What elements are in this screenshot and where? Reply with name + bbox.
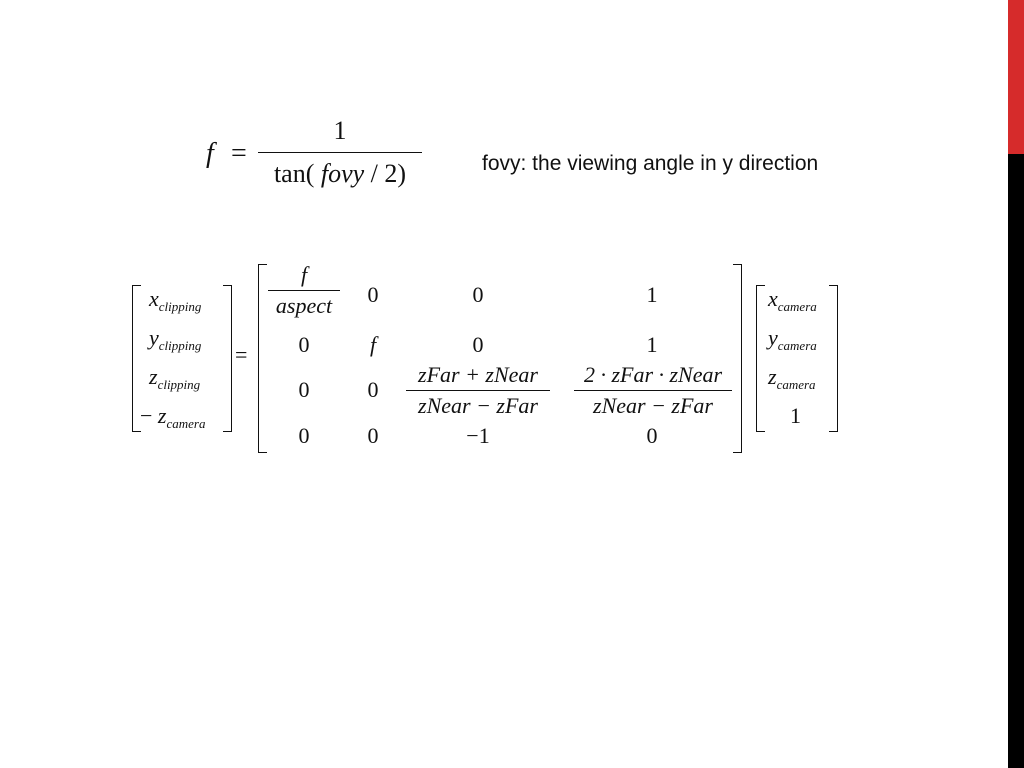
formula-fraction: 1 tan( fovy / 2) [258,118,422,187]
matrix-equals: = [235,342,248,367]
m31: 0 [298,377,310,402]
m33-den: zNear − zFar [418,393,538,419]
m24: 1 [646,332,658,357]
cam-z: zcamera [768,364,816,392]
camera-vector-right-bracket [829,285,838,432]
m44: 0 [646,423,658,448]
matrix-right-bracket [733,264,742,453]
clip-x: xclipping [149,286,202,314]
m42: 0 [367,423,379,448]
m13: 0 [472,282,484,307]
den-var: fovy [320,159,365,189]
matrix-left-bracket [258,264,267,453]
m21: 0 [298,332,310,357]
cam-x: xcamera [768,286,817,314]
m41: 0 [298,423,310,448]
m34-bar [574,390,732,392]
m32: 0 [367,377,379,402]
m33-fraction: zFar + zNear zNear − zFar [406,364,550,417]
formula-denominator: tan( fovy / 2) [258,161,422,187]
m22: f [369,332,377,357]
accent-bar-black [1008,154,1024,768]
den-func: tan( [273,159,315,189]
m34-fraction: 2 · zFar · zNear zNear − zFar [574,364,732,417]
m33-num: zFar + zNear [418,362,538,387]
clipping-vector-left-bracket [132,285,141,432]
den-rest: / 2) [370,159,407,189]
formula-numerator: 1 [333,116,347,145]
formula-lhs: f [206,138,214,169]
camera-vector-left-bracket [756,285,765,432]
clipping-vector-right-bracket [223,285,232,432]
formula-equals: = [231,138,247,169]
m34-num: 2 · zFar · zNear [583,362,723,387]
m11-bar [268,290,340,292]
cam-y: ycamera [768,325,817,353]
m12: 0 [367,282,379,307]
formula-caption: fovy: the viewing angle in y direction [482,152,819,175]
m34-den: zNear − zFar [593,393,713,419]
cam-one: 1 [790,403,801,428]
m14: 1 [646,282,658,307]
clip-z: zclipping [149,364,201,392]
m33-bar [406,390,550,392]
clip-neg-z-camera: − zcamera [140,403,206,431]
formula-fraction-bar [258,152,422,154]
clip-y: yclipping [149,325,202,353]
m11-fraction: f aspect [268,264,340,317]
accent-bar-red [1008,0,1024,154]
m11-den: aspect [275,293,333,319]
m23: 0 [472,332,484,357]
m11-num: f [300,262,308,287]
m43: −1 [466,423,490,448]
